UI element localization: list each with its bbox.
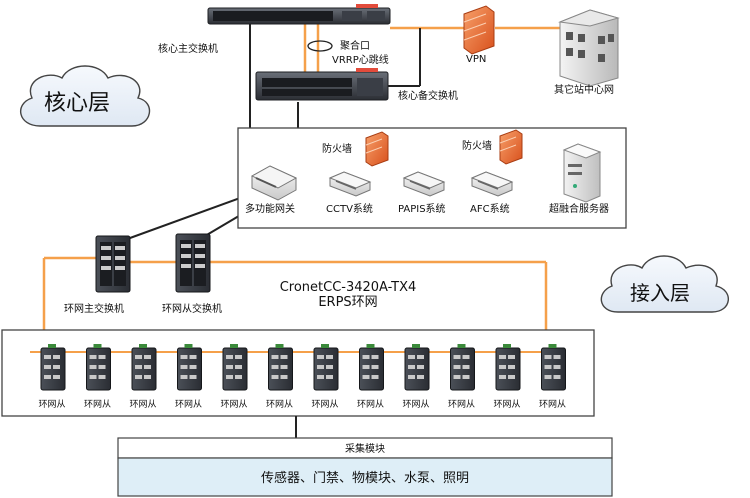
core-layer-cloud (20, 65, 150, 127)
core-layer-label: 核心层 (44, 91, 110, 116)
ring-slave-label: 环网从 (448, 399, 475, 410)
ring-slave-device (359, 344, 384, 391)
ring-slave-device (495, 344, 521, 391)
firewall-right-label: 防火墙 (462, 139, 492, 152)
cctv-hub-icon (328, 171, 372, 197)
devices-label: 传感器、门禁、物模块、水泵、照明 (261, 470, 469, 486)
ring-slave-device (313, 344, 339, 391)
multi-gateway-icon (250, 165, 298, 201)
firewall-right-icon (499, 129, 523, 165)
collection-module (117, 437, 613, 497)
ring-slave-label: 环网从 (357, 399, 384, 410)
ring-slave-label: 环网从 (311, 399, 338, 410)
ring-slave-device (131, 344, 157, 391)
erps-ring-links (42, 256, 548, 330)
papis-hub-icon (402, 171, 446, 197)
ring-slave-device (450, 344, 475, 391)
core-backup-switch-label: 核心备交换机 (398, 89, 458, 102)
ring-slave-device (268, 344, 293, 391)
vpn-icon (463, 5, 495, 55)
core-main-switch-label: 核心主交换机 (158, 42, 218, 55)
vrrp-heartbeat-label: VRRP心跳线 (332, 53, 389, 66)
ring-slave-label: 环网从 (38, 399, 65, 410)
papis-label: PAPIS系统 (398, 202, 446, 215)
building-icon (558, 9, 620, 87)
ring-slave-device (541, 344, 566, 391)
ring-slave-device (222, 344, 248, 391)
ring-slave-switch-device (175, 233, 211, 293)
core-links (129, 24, 560, 239)
ring-slave-label: 环网从 (84, 399, 111, 410)
aggregation-port-label: 聚合口 (340, 39, 370, 52)
ring-slave-label: 环网从 (493, 399, 520, 410)
server-icon (562, 143, 602, 203)
ring-slave-device (40, 344, 66, 391)
model-label: CronetCC-3420A-TX4 (280, 280, 417, 295)
core-main-switch-device (207, 4, 391, 25)
core-backup-switch-device (255, 68, 389, 101)
multi-gateway-label: 多功能网关 (245, 202, 295, 215)
ring-slave-device (177, 344, 202, 391)
ring-slave-label: 环网从 (402, 399, 429, 410)
erps-ring-label: ERPS环网 (318, 295, 377, 310)
ring-slave-label: 环网从 (220, 399, 247, 410)
access-layer-label: 接入层 (630, 281, 690, 305)
firewall-left-icon (365, 131, 389, 167)
ring-slave-label: 环网从 (129, 399, 156, 410)
converged-server-label: 超融合服务器 (549, 202, 609, 215)
ring-slave-label: 环网从 (175, 399, 202, 410)
ring-slave-label: 环网从 (539, 399, 566, 410)
collection-module-label: 采集模块 (345, 442, 385, 455)
cctv-label: CCTV系统 (326, 202, 373, 215)
ring-main-switch-label: 环网主交换机 (64, 302, 124, 315)
firewall-left-label: 防火墙 (322, 142, 352, 155)
afc-label: AFC系统 (470, 202, 510, 215)
ring-main-switch-device (95, 235, 131, 293)
ring-slave-device (404, 344, 430, 391)
ring-slave-switch-label: 环网从交换机 (162, 302, 222, 315)
ring-slave-group: 环网从 环网从 环网从 环网从 环网从 环网从 环网从 环网从 环网从 环网从 环网从 环网从 (38, 344, 566, 410)
ring-slave-label: 环网从 (266, 399, 293, 410)
access-layer-cloud (600, 255, 729, 313)
vpn-label: VPN (466, 54, 486, 65)
other-site-center-label: 其它站中心网 (554, 83, 614, 96)
afc-hub-icon (470, 171, 514, 197)
ring-slave-device (86, 344, 111, 391)
